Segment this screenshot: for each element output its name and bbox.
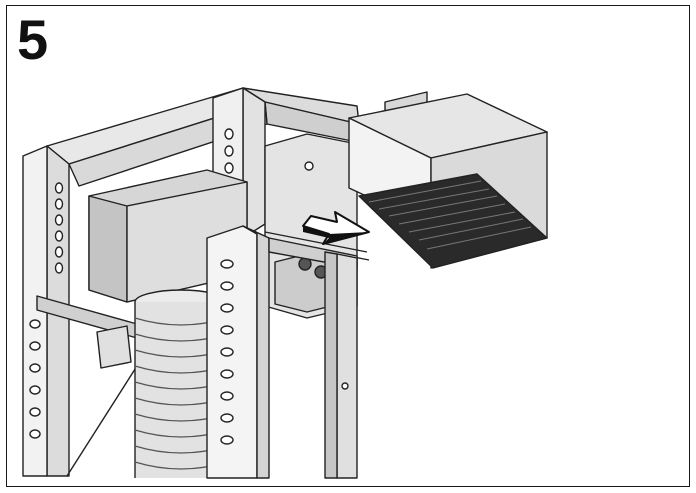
- carbon-filter: [348, 91, 548, 269]
- lower-crossbar: [36, 295, 138, 477]
- illustration-frame: 5: [6, 5, 690, 487]
- assembly-illustration: [22, 87, 548, 479]
- removal-direction-arrow: [302, 211, 370, 245]
- step-number: 5: [17, 8, 49, 71]
- front-right-post: [206, 225, 358, 479]
